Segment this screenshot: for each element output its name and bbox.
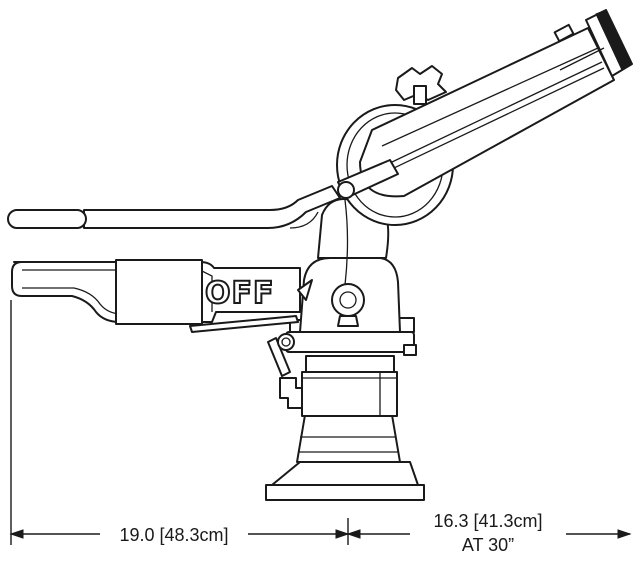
- lever-link: [189, 315, 299, 333]
- handwheel-stem: [413, 85, 427, 105]
- swivel-band: [285, 331, 415, 353]
- base-flange: [271, 461, 419, 486]
- tiller-handle: [83, 185, 341, 229]
- swivel-knob-left-inner: [281, 337, 291, 347]
- dim-label-left: 19.0 [48.3cm]: [119, 525, 228, 545]
- barrel-handwheel: [395, 65, 447, 101]
- tiller-lower-arm: [289, 211, 319, 229]
- lever-pointer: [297, 279, 313, 301]
- swivel-bolt-right-lower: [403, 344, 417, 356]
- dim-label-right-line1: 16.3 [41.3cm]: [433, 511, 542, 531]
- dim-label-right-line2: AT 30”: [462, 535, 514, 555]
- arrow-center-left: [335, 529, 350, 539]
- body-eyebolt: [331, 283, 365, 317]
- coupling-collar: [305, 355, 395, 373]
- nozzle-clip: [553, 23, 575, 43]
- lever-sleeve: [115, 259, 203, 325]
- off-marking: OFF: [205, 276, 275, 311]
- rod-guide-bolt: [337, 181, 355, 199]
- base-foot: [265, 484, 425, 501]
- nozzle-band: [595, 9, 633, 71]
- swivel-knob-left: [277, 333, 295, 351]
- tiller-grip: [7, 209, 87, 229]
- nozzle-rod-end: [559, 47, 605, 71]
- body-eyebolt-nut: [337, 315, 359, 327]
- latch-handle: [267, 337, 291, 377]
- body-eyebolt-inner: [339, 291, 357, 309]
- base-riser: [296, 414, 401, 463]
- lock-latch: [279, 377, 303, 409]
- control-cable: [344, 199, 349, 286]
- arrow-left: [9, 529, 24, 539]
- arrow-right: [617, 529, 632, 539]
- barrel-line: [381, 47, 599, 147]
